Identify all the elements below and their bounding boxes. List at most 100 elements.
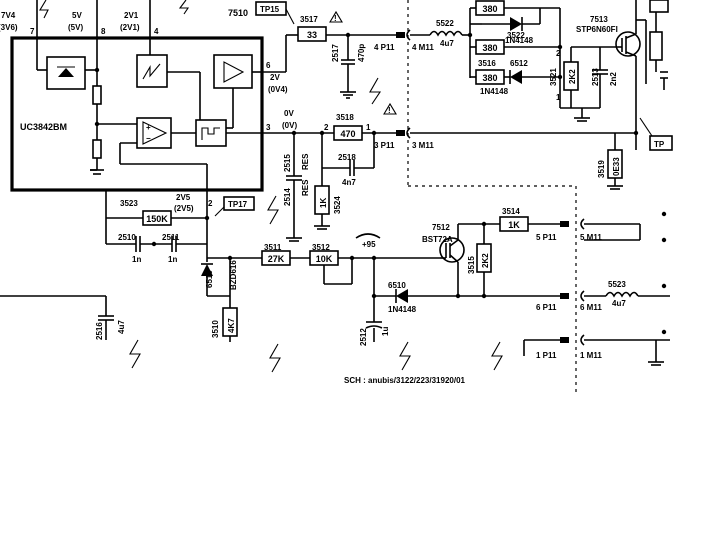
c2518-value: 4n7 — [342, 178, 356, 187]
r3517-value: 33 — [307, 30, 317, 40]
v2v1-label: 2V1 — [124, 11, 139, 20]
svg-text:2: 2 — [556, 49, 561, 58]
c2517-value: 470p — [357, 44, 366, 62]
sawtooth-icon — [142, 63, 161, 80]
c2517-label: 2517 — [331, 44, 340, 62]
d6512-label: 6512 — [510, 59, 528, 68]
l5522-value: 4u7 — [440, 39, 454, 48]
r3523-value: 150K — [146, 214, 168, 224]
v5v-b-label: (5V) — [68, 23, 83, 32]
svg-text:!: ! — [388, 106, 391, 115]
q7512-body — [439, 237, 465, 263]
r3523-label: 3523 — [120, 199, 138, 208]
l5522-label: 5522 — [436, 19, 454, 28]
r3517-label: 3517 — [300, 15, 318, 24]
r3522-value: 380 — [482, 43, 497, 53]
r3515-label: 3515 — [467, 256, 476, 274]
ground-arrow-icon — [269, 343, 281, 373]
d6510b-type: 1N4148 — [388, 305, 417, 314]
top-right-box — [649, 0, 669, 13]
svg-text:−: − — [146, 134, 151, 143]
tp17-label: TP17 — [228, 200, 248, 209]
c2510-value: 1n — [132, 255, 141, 264]
r3524-label: 3524 — [333, 196, 342, 214]
c2516-label: 2516 — [95, 322, 104, 340]
l5523-coil — [605, 291, 639, 298]
tp15-label: TP15 — [260, 5, 280, 14]
m11-4-label: 4 M11 — [412, 43, 434, 52]
pin2-label: 2 — [208, 199, 213, 208]
c2513-label: 2513 — [591, 68, 600, 86]
opamp-icon — [142, 121, 168, 145]
r3522-label: 3522 — [507, 31, 525, 40]
ref-diode-icon — [58, 68, 74, 77]
tp17-box — [223, 196, 255, 211]
ic-ref-label: 7510 — [228, 8, 248, 18]
p11-1-label: 1 P11 — [536, 351, 557, 360]
p11-3-label: 3 P11 — [374, 141, 395, 150]
conn-5-p11 — [560, 221, 569, 227]
d6510-icon — [201, 264, 213, 276]
c2512-label: 2512 — [359, 328, 368, 346]
driver-block — [213, 54, 253, 89]
ground-arrow-icon — [267, 195, 279, 225]
v2v-label: 2V — [270, 73, 280, 82]
m11-1-label: 1 M11 — [580, 351, 602, 360]
c2511-value: 1n — [168, 255, 177, 264]
r3515-value: 2K2 — [481, 253, 490, 268]
ground-arrow-icon — [39, 0, 49, 19]
pin3-label: 3 — [266, 123, 271, 132]
warning-icon — [383, 102, 397, 115]
r3510-value: 4K7 — [227, 318, 236, 333]
c2514-label: 2514 — [283, 188, 292, 206]
ground-arrow-icon — [369, 77, 382, 105]
r3519-value: 0E33 — [612, 157, 621, 176]
conn-4-p11 — [396, 32, 405, 38]
v0v4-label: (0V4) — [268, 85, 288, 94]
r-top-value: 380 — [482, 4, 497, 14]
r3521-label: 3521 — [549, 68, 558, 86]
conn-1-p11 — [560, 337, 569, 343]
r3517-body — [297, 26, 327, 42]
d-top-label: 1N4148 — [505, 36, 534, 45]
p11-6-label: 6 P11 — [536, 303, 557, 312]
q7513-label: 7513 — [590, 15, 608, 24]
c2511-label: 2511 — [162, 233, 180, 242]
c2516-value: 4u7 — [117, 320, 126, 334]
pwm-latch-block — [195, 119, 227, 147]
ground-arrow-icon — [491, 341, 503, 371]
r3511-value: 27K — [268, 254, 285, 264]
v2v5-b-label: (2V5) — [174, 204, 194, 213]
r3518-value: 470 — [340, 129, 355, 139]
svg-text:!: ! — [334, 14, 337, 23]
r3518-label: 3518 — [336, 113, 354, 122]
conn-3-p11 — [396, 130, 405, 136]
v3v6-label: (3V6) — [0, 23, 18, 32]
conn-6-p11 — [560, 293, 569, 299]
r3510-label: 3510 — [211, 320, 220, 338]
d6512-type: 1N4148 — [480, 87, 509, 96]
svg-text:1: 1 — [366, 123, 371, 132]
r3511-label: 3511 — [264, 243, 282, 252]
p11-4-label: 4 P11 — [374, 43, 395, 52]
d6510b-icon — [396, 289, 408, 303]
c2518-label: 2518 — [338, 153, 356, 162]
r3519-label: 3519 — [597, 160, 606, 178]
c2514-note: RES — [301, 179, 310, 196]
c2512-value: 1u — [381, 327, 390, 336]
osc-block — [136, 54, 168, 88]
svg-text:1: 1 — [556, 93, 561, 102]
d6510-type: BZD616 — [229, 260, 238, 290]
pin6-label: 6 — [266, 61, 271, 70]
r3516-value: 380 — [482, 73, 497, 83]
ground-arrow-icon — [399, 341, 411, 371]
warning-icon — [329, 10, 343, 23]
pin8-label: 8 — [101, 27, 106, 36]
v2v5-label: 2V5 — [176, 193, 191, 202]
l5523-label: 5523 — [608, 280, 626, 289]
ground-arrow-icon — [178, 0, 190, 15]
int-resistor — [92, 85, 102, 105]
svg-text:+: + — [146, 123, 151, 132]
pin4-label: 4 — [154, 27, 159, 36]
r3524-value: 1K — [319, 198, 328, 208]
